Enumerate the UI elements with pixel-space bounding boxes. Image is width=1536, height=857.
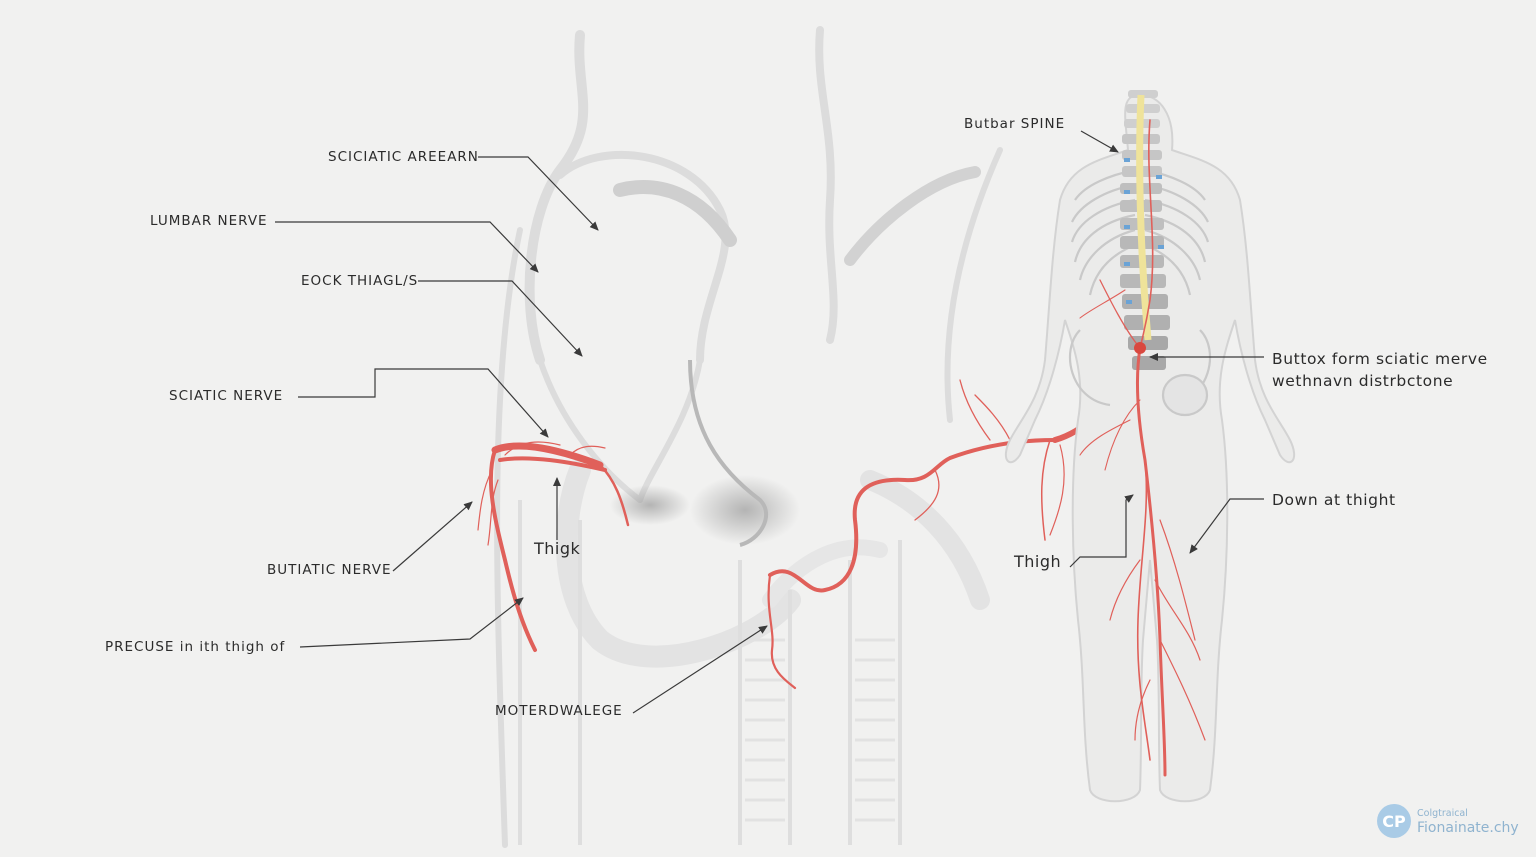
label-lumbar-nerve: LUMBAR NERVE: [150, 213, 268, 229]
label-buttox-line1: Buttox form sciatic merve: [1272, 350, 1488, 368]
sciatic-nerve-right: [1079, 119, 1206, 777]
label-butbar-spine: Butbar SPINE: [964, 116, 1066, 132]
sciatic-nerve-left: [477, 441, 630, 652]
leader-sciciatic-arearn: [478, 156, 599, 231]
label-precuse: PRECUSE in ith thigh of: [105, 639, 286, 655]
label-eock-thiagl: EOCK THIAGL/S: [301, 273, 419, 289]
label-moterdwalege: MOTERDWALEGE: [495, 703, 623, 719]
watermark-line1: Colgtraical: [1417, 808, 1468, 819]
leader-eock-thiagl: [418, 280, 583, 357]
leader-thigh-right: [1069, 494, 1134, 568]
label-thigh-right: Thigh: [1014, 552, 1062, 571]
label-sciatic-nerve: SCIATIC NERVE: [169, 388, 284, 404]
label-thigk: Thigk: [534, 539, 581, 558]
leader-lumbar-nerve: [275, 221, 539, 273]
leader-butiatic-nerve: [392, 501, 473, 572]
label-buttox: Buttox form sciatic merve wethnavn distr…: [1272, 348, 1488, 392]
label-buttox-line2: wethnavn distrbctone: [1272, 372, 1454, 390]
label-butiatic-nerve: BUTIATIC NERVE: [267, 562, 392, 578]
leader-lines: [275, 130, 1264, 714]
leader-sciatic-nerve: [298, 368, 549, 438]
label-down-at-thight: Down at thight: [1272, 491, 1396, 509]
cp-logo-icon: CP: [1377, 804, 1411, 838]
watermark-line2: Fionainate.chy: [1417, 820, 1519, 836]
leader-butbar-spine: [1080, 130, 1119, 153]
hip-shadow: [610, 485, 690, 525]
leader-precuse: [299, 597, 524, 648]
watermark: CP Colgtraical Fionainate.chy: [1377, 804, 1527, 844]
sacral-curve: [688, 359, 768, 547]
femur-shaft-left: [518, 500, 902, 845]
label-sciciatic-arearn: SCICIATIC AREEARN: [328, 149, 479, 165]
lumbar-spine: [1120, 90, 1170, 370]
leader-down-at-thight: [1189, 498, 1264, 554]
nerve-root-node: [1134, 342, 1146, 354]
pelvis-outline: [494, 26, 1003, 848]
sacrum-shadow: [690, 475, 800, 545]
body-silhouette-right: [1004, 93, 1296, 803]
ridged-bone-left: [745, 638, 895, 822]
leader-moterdwalege: [632, 625, 768, 714]
